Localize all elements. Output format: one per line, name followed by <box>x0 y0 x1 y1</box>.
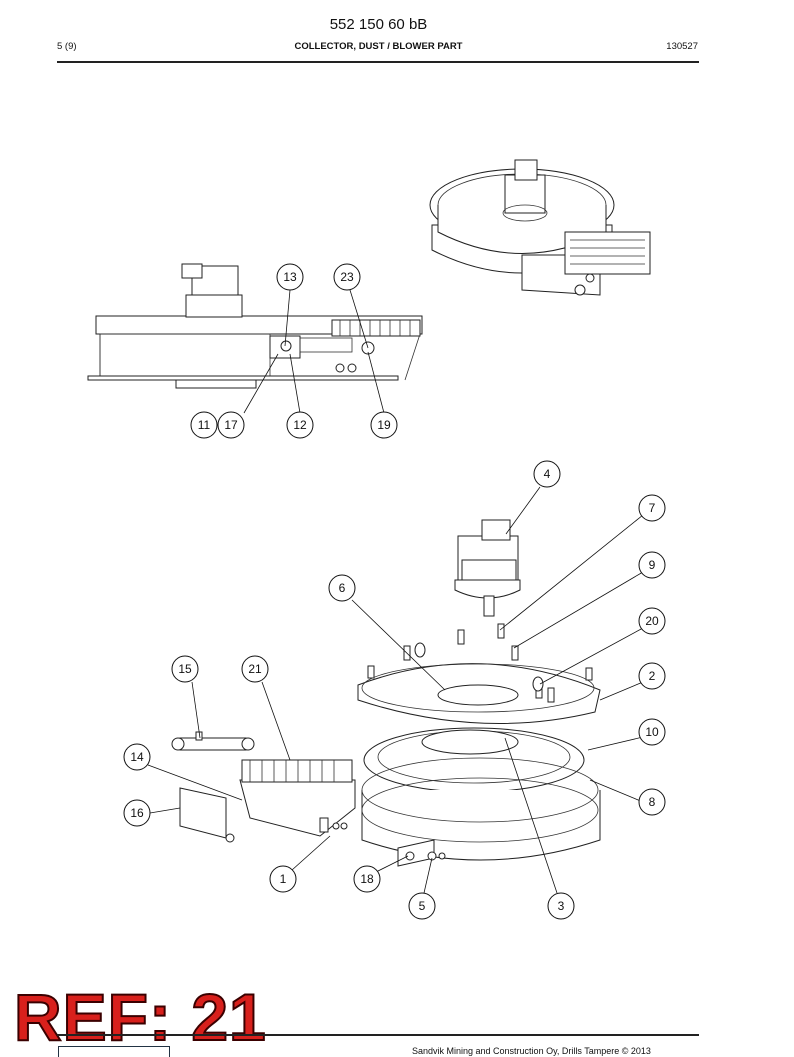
callout-9: 9 <box>638 551 666 579</box>
callout-5: 5 <box>408 892 436 920</box>
callout-19: 19 <box>370 411 398 439</box>
svg-text:8: 8 <box>649 795 656 809</box>
svg-text:18: 18 <box>360 872 374 886</box>
svg-text:2: 2 <box>649 669 656 683</box>
callout-12: 12 <box>286 411 314 439</box>
callout-8: 8 <box>638 788 666 816</box>
svg-text:19: 19 <box>377 418 391 432</box>
callout-2: 2 <box>638 662 666 690</box>
footer-rule <box>57 1034 699 1036</box>
page-number: 5 (9) <box>57 41 77 52</box>
callout-4: 4 <box>533 460 561 488</box>
callout-6: 6 <box>328 574 356 602</box>
svg-text:20: 20 <box>645 614 659 628</box>
side-view <box>87 263 423 389</box>
callout-17: 17 <box>217 411 245 439</box>
svg-text:3: 3 <box>558 899 565 913</box>
callout-14: 14 <box>123 743 151 771</box>
callout-18: 18 <box>353 865 381 893</box>
iso-assembly-view <box>429 159 651 296</box>
callout-23: 23 <box>333 263 361 291</box>
callout-7: 7 <box>638 494 666 522</box>
section-title: COLLECTOR, DUST / BLOWER PART <box>294 41 463 52</box>
callout-20: 20 <box>638 607 666 635</box>
company-logo <box>58 1046 170 1057</box>
callout-13: 13 <box>276 263 304 291</box>
svg-text:10: 10 <box>645 725 659 739</box>
svg-text:7: 7 <box>649 501 656 515</box>
svg-text:17: 17 <box>224 418 238 432</box>
callout-15: 15 <box>171 655 199 683</box>
callout-1: 1 <box>269 865 297 893</box>
footer-copyright: Sandvik Mining and Construction Oy, Dril… <box>412 1046 651 1056</box>
header-rule <box>57 61 699 63</box>
svg-text:16: 16 <box>130 806 144 820</box>
document-title: 552 150 60 bB <box>329 16 428 33</box>
callout-21: 21 <box>241 655 269 683</box>
leader-lines <box>147 289 644 894</box>
svg-text:1: 1 <box>280 872 287 886</box>
svg-text:14: 14 <box>130 750 144 764</box>
callout-11: 11 <box>190 411 218 439</box>
svg-text:6: 6 <box>339 581 346 595</box>
svg-text:12: 12 <box>293 418 307 432</box>
svg-text:13: 13 <box>283 270 297 284</box>
svg-text:9: 9 <box>649 558 656 572</box>
svg-text:5: 5 <box>419 899 426 913</box>
svg-text:15: 15 <box>178 662 192 676</box>
callout-3: 3 <box>547 892 575 920</box>
ref-stamp: REF: 21 <box>13 980 267 1054</box>
callout-16: 16 <box>123 799 151 827</box>
document-code: 130527 <box>666 41 698 52</box>
svg-text:21: 21 <box>248 662 262 676</box>
svg-text:11: 11 <box>198 418 211 432</box>
exploded-view <box>171 519 601 867</box>
svg-text:4: 4 <box>544 467 551 481</box>
callout-10: 10 <box>638 718 666 746</box>
svg-text:23: 23 <box>340 270 354 284</box>
